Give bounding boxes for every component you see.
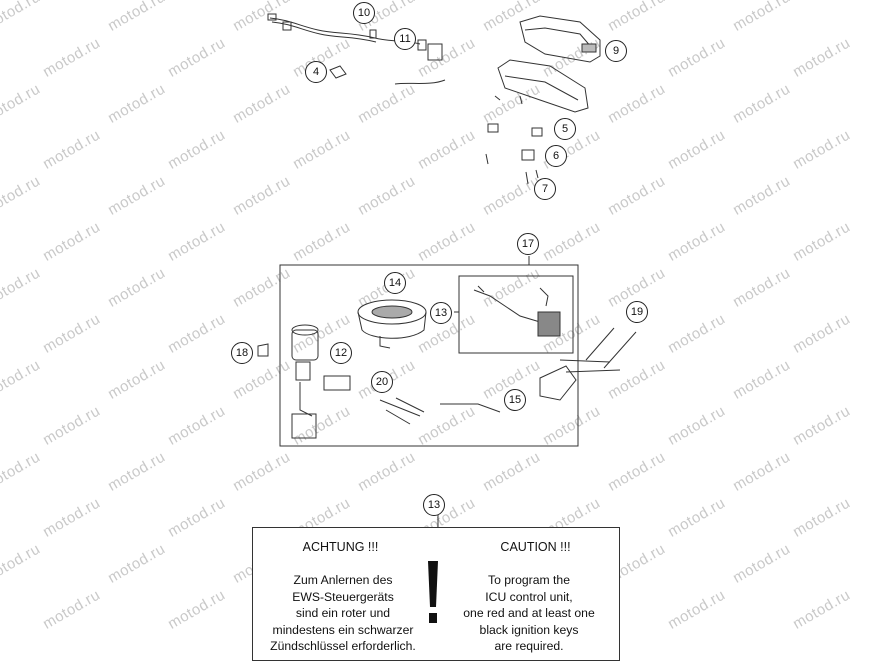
connector-drawing (417, 39, 443, 61)
notice-en-line: To program the (488, 573, 570, 587)
notice-en-line: ICU control unit, (485, 589, 573, 604)
notice-de-line: mindestens ein schwarzer (272, 622, 414, 637)
notice-text-en: To program the ICU control unit, one red… (439, 572, 619, 655)
notice-heading-de: ACHTUNG !!! (302, 540, 379, 554)
notice-de-line: EWS-Steuergeräts (292, 589, 394, 604)
callout-13-notice: 13 (423, 494, 445, 516)
notice-en-line: black ignition keys (479, 622, 579, 637)
callout-12: 12 (330, 342, 352, 364)
steering-lock-drawing (539, 327, 637, 401)
callout-11: 11 (394, 28, 416, 50)
immobilizer-ring-drawing (357, 299, 427, 349)
callout-19: 19 (626, 301, 648, 323)
callout-9: 9 (605, 40, 627, 62)
callout-13-kit: 13 (430, 302, 452, 324)
callout-14: 14 (384, 272, 406, 294)
notice-de-line: Zündschlüssel erforderlich. (270, 639, 416, 653)
warning-exclamation-icon (428, 561, 438, 623)
kit-frame (279, 264, 579, 447)
callout-20: 20 (371, 371, 393, 393)
callout-4: 4 (305, 61, 327, 83)
ignition-lock-drawing (257, 324, 319, 439)
lock-harness-drawing (440, 403, 501, 413)
instrument-cluster-drawing (494, 15, 601, 113)
callout-7: 7 (534, 178, 556, 200)
callout-6: 6 (545, 145, 567, 167)
key-tag-drawing (323, 375, 351, 391)
callout-18: 18 (231, 342, 253, 364)
notice-en-line: one red and at least one (463, 606, 595, 620)
fasteners-drawing (485, 123, 543, 185)
callout-10: 10 (353, 2, 375, 24)
ignition-key-drawing (473, 285, 561, 337)
notice-en-line: are required. (494, 639, 564, 653)
notice-de-line: sind ein roter und (295, 606, 391, 620)
key-sub-frame (458, 275, 574, 354)
caution-notice-box: ACHTUNG !!! CAUTION !!! Zum Anlernen des… (252, 527, 620, 661)
callout-15: 15 (504, 389, 526, 411)
notice-de-line: Zum Anlernen des (293, 573, 393, 587)
notice-heading-en: CAUTION !!! (500, 540, 571, 554)
callout-5: 5 (554, 118, 576, 140)
callout-17: 17 (517, 233, 539, 255)
notice-text-de: Zum Anlernen des EWS-Steuergeräts sind e… (253, 572, 433, 655)
pins-drawing (379, 397, 425, 425)
